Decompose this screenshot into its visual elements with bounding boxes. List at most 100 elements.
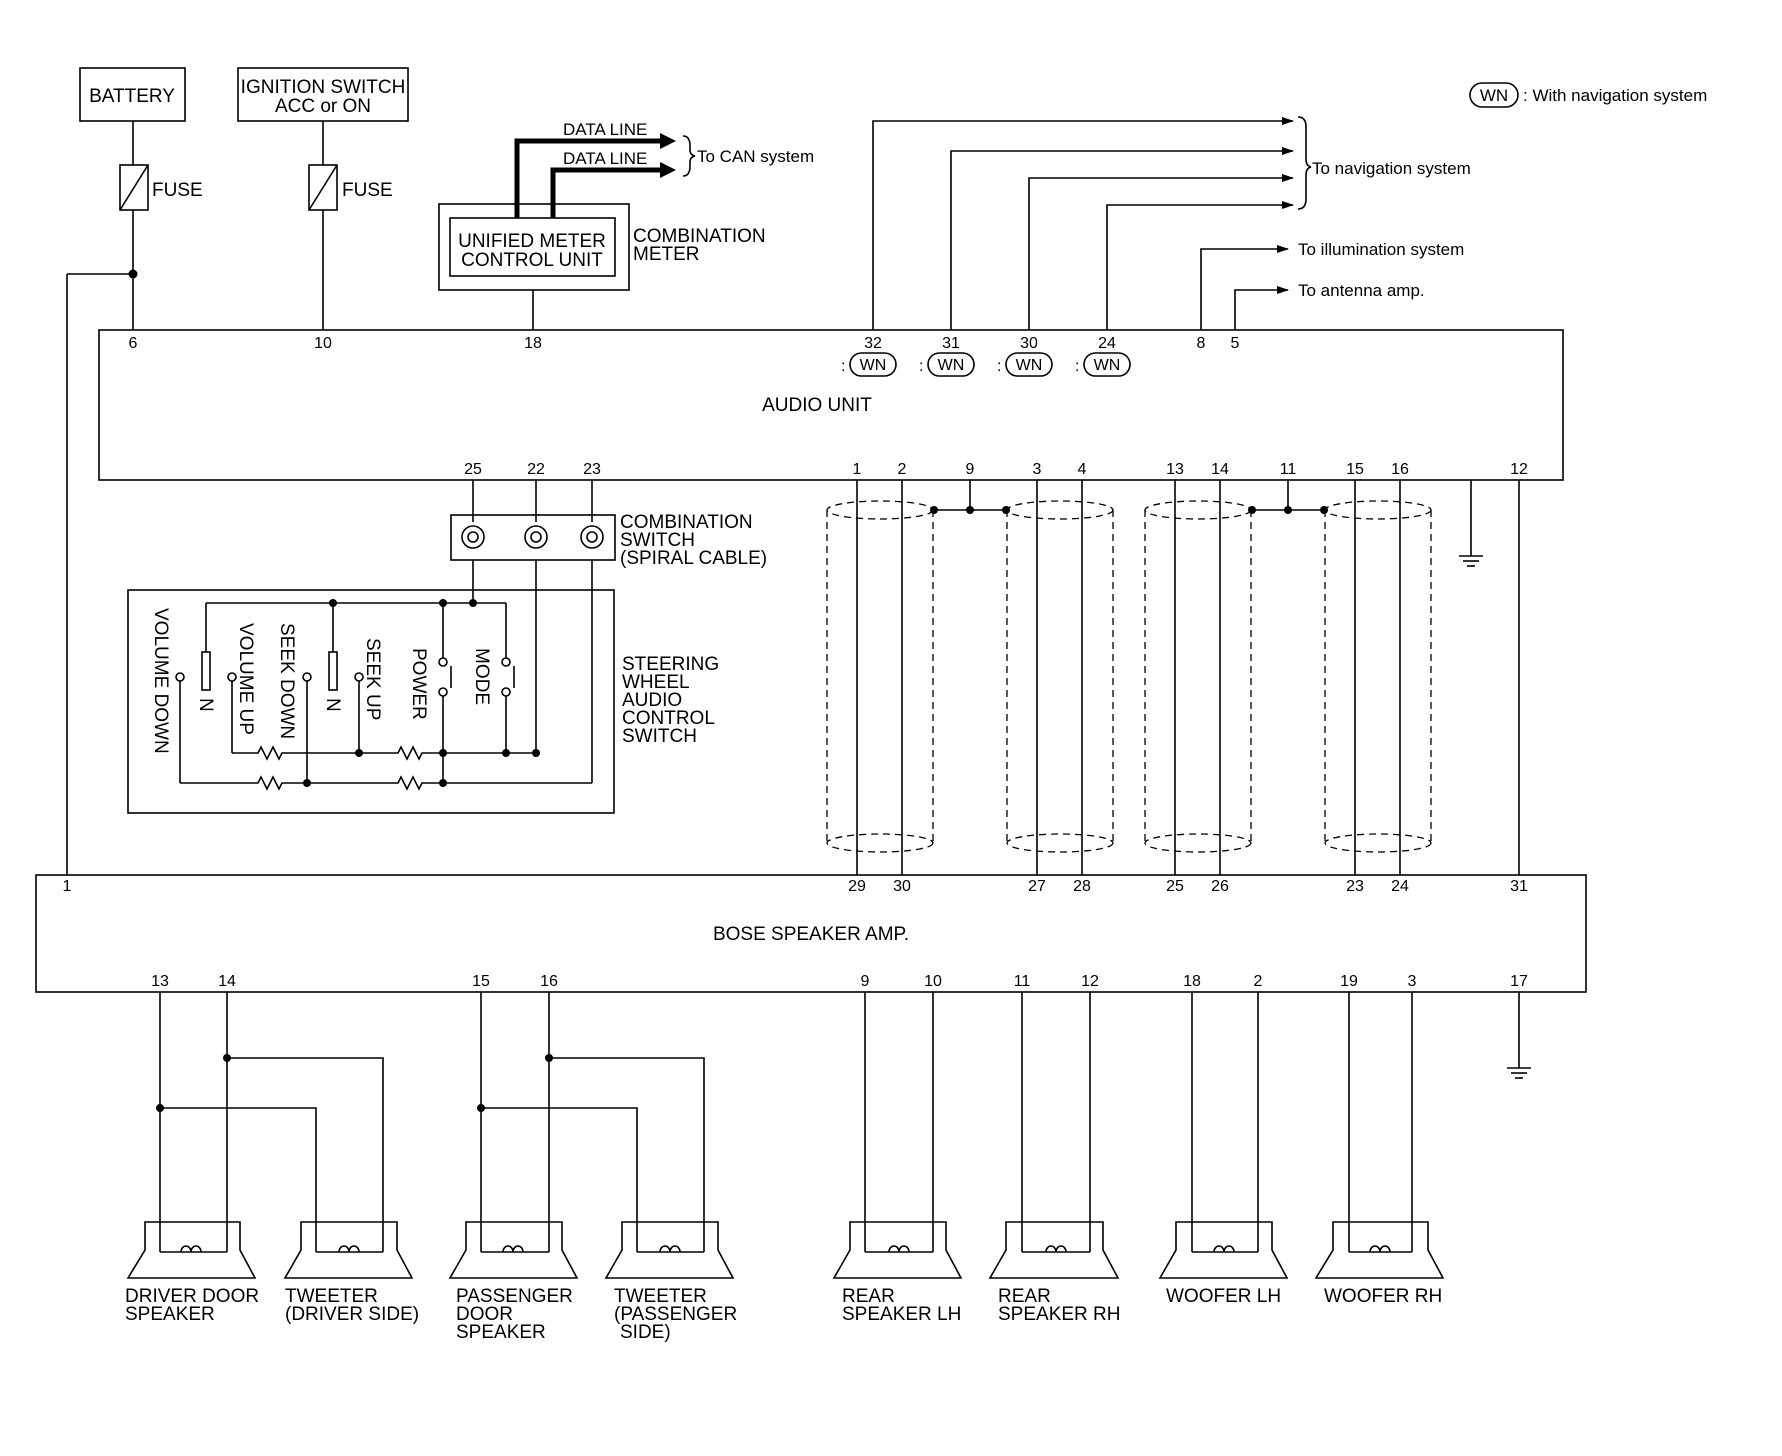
speaker-tweeter-driver: TWEETER (DRIVER SIDE)	[283, 1221, 419, 1325]
amp-pin-10: 10	[924, 973, 942, 990]
legend-text: : With navigation system	[1523, 86, 1707, 105]
amp-pin-27: 27	[1028, 878, 1046, 895]
combination-meter: UNIFIED METER CONTROL UNIT COMBINATION M…	[438, 120, 814, 330]
audio-pin-23: 23	[583, 461, 601, 478]
speaker-label: (PASSENGER	[614, 1304, 737, 1325]
combination-meter-label-line1: COMBINATION	[633, 226, 766, 247]
steering-wheel-switch: STEERING WHEEL AUDIO CONTROL SWITCH	[127, 560, 719, 814]
amp-pin-25: 25	[1166, 878, 1184, 895]
switch-label-mode: MODE	[471, 648, 492, 705]
amp-pin-30: 30	[893, 878, 911, 895]
data-line-label-2: DATA LINE	[563, 149, 647, 168]
svg-text::: :	[919, 358, 923, 375]
audio-pin-14: 14	[1211, 461, 1229, 478]
wn-badge-31: : WN	[919, 352, 975, 377]
audio-pin-24: 24	[1098, 335, 1116, 352]
to-antenna-label: To antenna amp.	[1298, 281, 1425, 300]
ignition-label-line2: ACC or ON	[275, 96, 371, 117]
audio-pin-8: 8	[1197, 335, 1206, 352]
audio-pin-10: 10	[314, 335, 332, 352]
combination-switch-label-line2: SWITCH	[620, 530, 695, 551]
svg-text:WN: WN	[1094, 357, 1121, 374]
svg-text:WN: WN	[938, 357, 965, 374]
steering-label-line5: SWITCH	[622, 726, 697, 747]
steering-label-line2: WHEEL	[622, 672, 690, 693]
to-can-label: To CAN system	[697, 147, 814, 166]
amp-pin-24: 24	[1391, 878, 1409, 895]
amp-pin-13: 13	[151, 973, 169, 990]
legend: WN : With navigation system	[1469, 82, 1707, 108]
data-line-label-1: DATA LINE	[563, 120, 647, 139]
to-illumination-label: To illumination system	[1298, 240, 1464, 259]
wn-badge-32: : WN	[841, 352, 897, 377]
speaker-label: DRIVER DOOR	[125, 1286, 259, 1307]
switch-label-n1: N	[195, 698, 216, 712]
speaker-label: SPEAKER LH	[842, 1304, 961, 1325]
amp-pin-29: 29	[848, 878, 866, 895]
bose-speaker-amp: BOSE SPEAKER AMP. 1 29 30 27 28 25 26 23…	[35, 874, 1587, 1079]
svg-text::: :	[997, 358, 1001, 375]
audio-unit-outputs: To navigation system To illumination sys…	[872, 116, 1471, 330]
combination-meter-label-line2: METER	[633, 244, 700, 265]
audio-pin-6: 6	[129, 335, 138, 352]
speaker-driver-door: DRIVER DOOR SPEAKER	[125, 1221, 259, 1325]
audio-unit: AUDIO UNIT 6 10 18 32 31 30 24 8 5 : WN …	[98, 329, 1564, 567]
audio-pin-9: 9	[966, 461, 975, 478]
wn-badge-30: : WN	[997, 352, 1053, 377]
speaker-coil-icon	[180, 1245, 202, 1253]
amp-ground-icon	[1507, 1067, 1531, 1079]
amp-pin-23: 23	[1346, 878, 1364, 895]
ignition-label-line1: IGNITION SWITCH	[241, 77, 406, 98]
switch-label-seek-up: SEEK UP	[362, 638, 383, 720]
speaker-wiring	[156, 992, 1413, 1252]
speaker-label: WOOFER LH	[1166, 1286, 1281, 1307]
amp-pin-12: 12	[1081, 973, 1099, 990]
speaker-label: SIDE)	[620, 1322, 671, 1343]
speaker-coil-icon	[338, 1245, 360, 1253]
switch-label-volume-up: VOLUME UP	[235, 623, 256, 735]
speaker-coil-icon	[502, 1245, 524, 1253]
audio-pin-12: 12	[1510, 461, 1528, 478]
amp-pin-15: 15	[472, 973, 490, 990]
spiral-cable-icon	[524, 525, 548, 549]
steering-label-line4: CONTROL	[622, 708, 715, 729]
svg-text:WN: WN	[860, 357, 887, 374]
svg-text::: :	[841, 358, 845, 375]
amp-pin-17: 17	[1510, 973, 1528, 990]
amp-pin-28: 28	[1073, 878, 1091, 895]
combination-switch-label-line3: (SPIRAL CABLE)	[620, 548, 767, 569]
speaker-label: SPEAKER	[456, 1322, 546, 1343]
speaker-label: WOOFER RH	[1324, 1286, 1442, 1307]
switch-label-power: POWER	[408, 648, 429, 720]
audio-pin-13: 13	[1166, 461, 1184, 478]
speaker-rear-rh: REAR SPEAKER RH	[988, 1221, 1120, 1325]
wn-badge-24: : WN	[1075, 352, 1131, 377]
speaker-label: SPEAKER RH	[998, 1304, 1120, 1325]
umcu-label-line1: UNIFIED METER	[458, 231, 606, 252]
shield-3	[1144, 500, 1252, 853]
shield-2	[1006, 500, 1114, 853]
audio-pin-30: 30	[1020, 335, 1038, 352]
audio-pin-32: 32	[864, 335, 882, 352]
svg-text:WN: WN	[1016, 357, 1043, 374]
amp-pin-14: 14	[218, 973, 236, 990]
speaker-woofer-rh: WOOFER RH	[1314, 1221, 1445, 1307]
speaker-passenger-door: PASSENGER DOOR SPEAKER	[448, 1221, 579, 1343]
steering-label-line1: STEERING	[622, 654, 719, 675]
shield-4	[1324, 500, 1432, 853]
svg-text::: :	[1075, 358, 1079, 375]
audio-pin-3: 3	[1033, 461, 1042, 478]
audio-pin-1: 1	[853, 461, 862, 478]
audio-unit-label: AUDIO UNIT	[762, 395, 872, 416]
audio-pin-2: 2	[898, 461, 907, 478]
to-navigation-label: To navigation system	[1312, 159, 1471, 178]
battery-fuse-label: FUSE	[152, 180, 203, 201]
audio-pin-31: 31	[942, 335, 960, 352]
audio-pin-11: 11	[1280, 461, 1297, 478]
shield-1	[826, 500, 934, 853]
battery-label: BATTERY	[89, 86, 175, 107]
battery-fuse-symbol	[119, 164, 149, 211]
amp-pin-18: 18	[1183, 973, 1201, 990]
ignition-fuse-label: FUSE	[342, 180, 393, 201]
